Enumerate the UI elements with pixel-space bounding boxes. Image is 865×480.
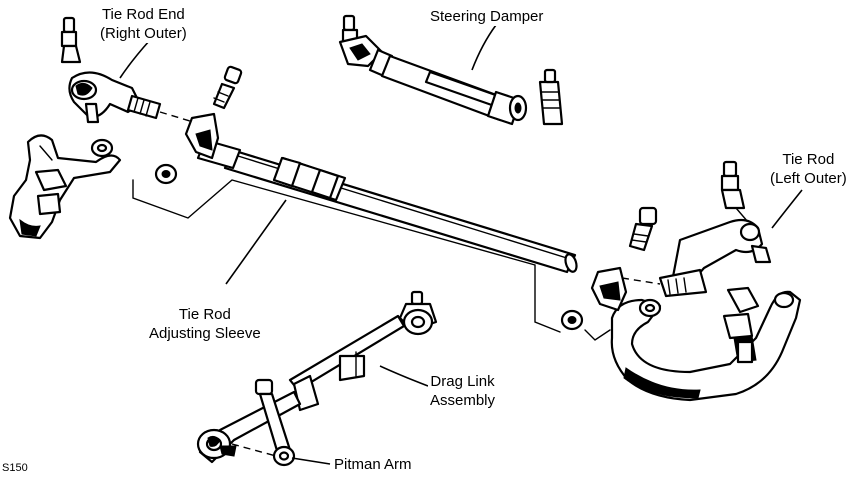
label-line: Steering Damper bbox=[430, 8, 544, 25]
assembly-bracket-line bbox=[132, 179, 561, 333]
label-tie-rod-adjusting-sleeve: Tie Rod Adjusting Sleeve bbox=[147, 305, 263, 343]
label-drag-link-assembly: Drag Link Assembly bbox=[428, 372, 498, 410]
label-line: Assembly bbox=[430, 392, 496, 409]
label-line: Tie Rod bbox=[782, 151, 835, 168]
label-line: Tie Rod End bbox=[101, 6, 185, 23]
tie-rod-clamp-left bbox=[560, 206, 658, 331]
tie-rod-adjusting-sleeve bbox=[272, 156, 347, 202]
tie-rod-main bbox=[196, 138, 578, 274]
pitman-arm bbox=[219, 378, 296, 467]
label-tie-rod-left-outer: Tie Rod (Left Outer) bbox=[768, 150, 849, 188]
label-line: Tie Rod bbox=[178, 306, 231, 323]
label-steering-damper: Steering Damper bbox=[428, 7, 546, 26]
label-line: Pitman Arm bbox=[334, 456, 412, 473]
label-line: (Left Outer) bbox=[770, 170, 847, 187]
steering-knuckle-right bbox=[8, 134, 122, 240]
label-line: (Right Outer) bbox=[100, 25, 187, 42]
tie-rod-clamp-right bbox=[154, 65, 243, 185]
figure-id: S150 bbox=[2, 462, 28, 474]
label-pitman-arm: Pitman Arm bbox=[332, 455, 414, 474]
steering-knuckle-left bbox=[610, 286, 802, 402]
tie-rod-end-right-outer bbox=[60, 16, 201, 125]
tie-rod-left-outer bbox=[621, 160, 772, 298]
label-line: Adjusting Sleeve bbox=[149, 325, 261, 342]
label-line: Drag Link bbox=[430, 373, 495, 390]
label-tie-rod-end-right-outer: Tie Rod End (Right Outer) bbox=[98, 5, 189, 43]
callout-leaders bbox=[119, 24, 803, 465]
steering-damper bbox=[338, 14, 564, 126]
